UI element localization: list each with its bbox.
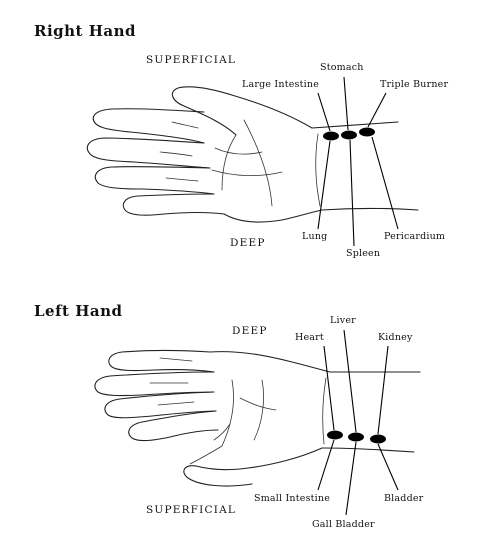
right-hand-top-layer-label: SUPERFICIAL [146,54,237,66]
pulse-dot-left-2 [348,432,364,442]
pulse-label-small-intestine: Small Intestine [254,493,331,504]
pulse-dot-right-2 [341,130,357,140]
right-hand-bottom-layer-label: DEEP [230,237,266,249]
pulse-label-lung: Lung [302,231,328,242]
right-hand-title: Right Hand [34,22,136,40]
left-hand-pulse-points [327,430,386,444]
pulse-label-heart: Heart [295,332,324,343]
left-hand-top-layer-label: DEEP [232,325,268,337]
pulse-label-liver: Liver [330,315,356,326]
pulse-label-stomach: Stomach [320,62,364,73]
left-hand-leader-lines [317,329,399,516]
right-hand-leader-lines [317,76,399,247]
left-hand-title: Left Hand [34,302,123,320]
pulse-dot-left-1 [327,430,343,440]
right-hand-drawing [86,86,419,223]
pulse-label-bladder: Bladder [384,493,424,504]
pulse-dot-left-3 [370,434,386,444]
left-hand-drawing [94,349,421,487]
pulse-label-kidney: Kidney [378,332,413,343]
pulse-label-pericardium: Pericardium [384,231,446,242]
pulse-label-triple-burner: Triple Burner [380,79,449,90]
pulse-label-gall-bladder: Gall Bladder [312,519,375,530]
pulse-label-spleen: Spleen [346,248,381,259]
pulse-dot-right-1 [323,131,339,141]
pulse-label-large-intestine: Large Intestine [242,79,320,90]
left-hand-bottom-layer-label: SUPERFICIAL [146,504,237,516]
right-hand-pulse-points [323,127,375,141]
pulse-dot-right-3 [359,127,375,137]
